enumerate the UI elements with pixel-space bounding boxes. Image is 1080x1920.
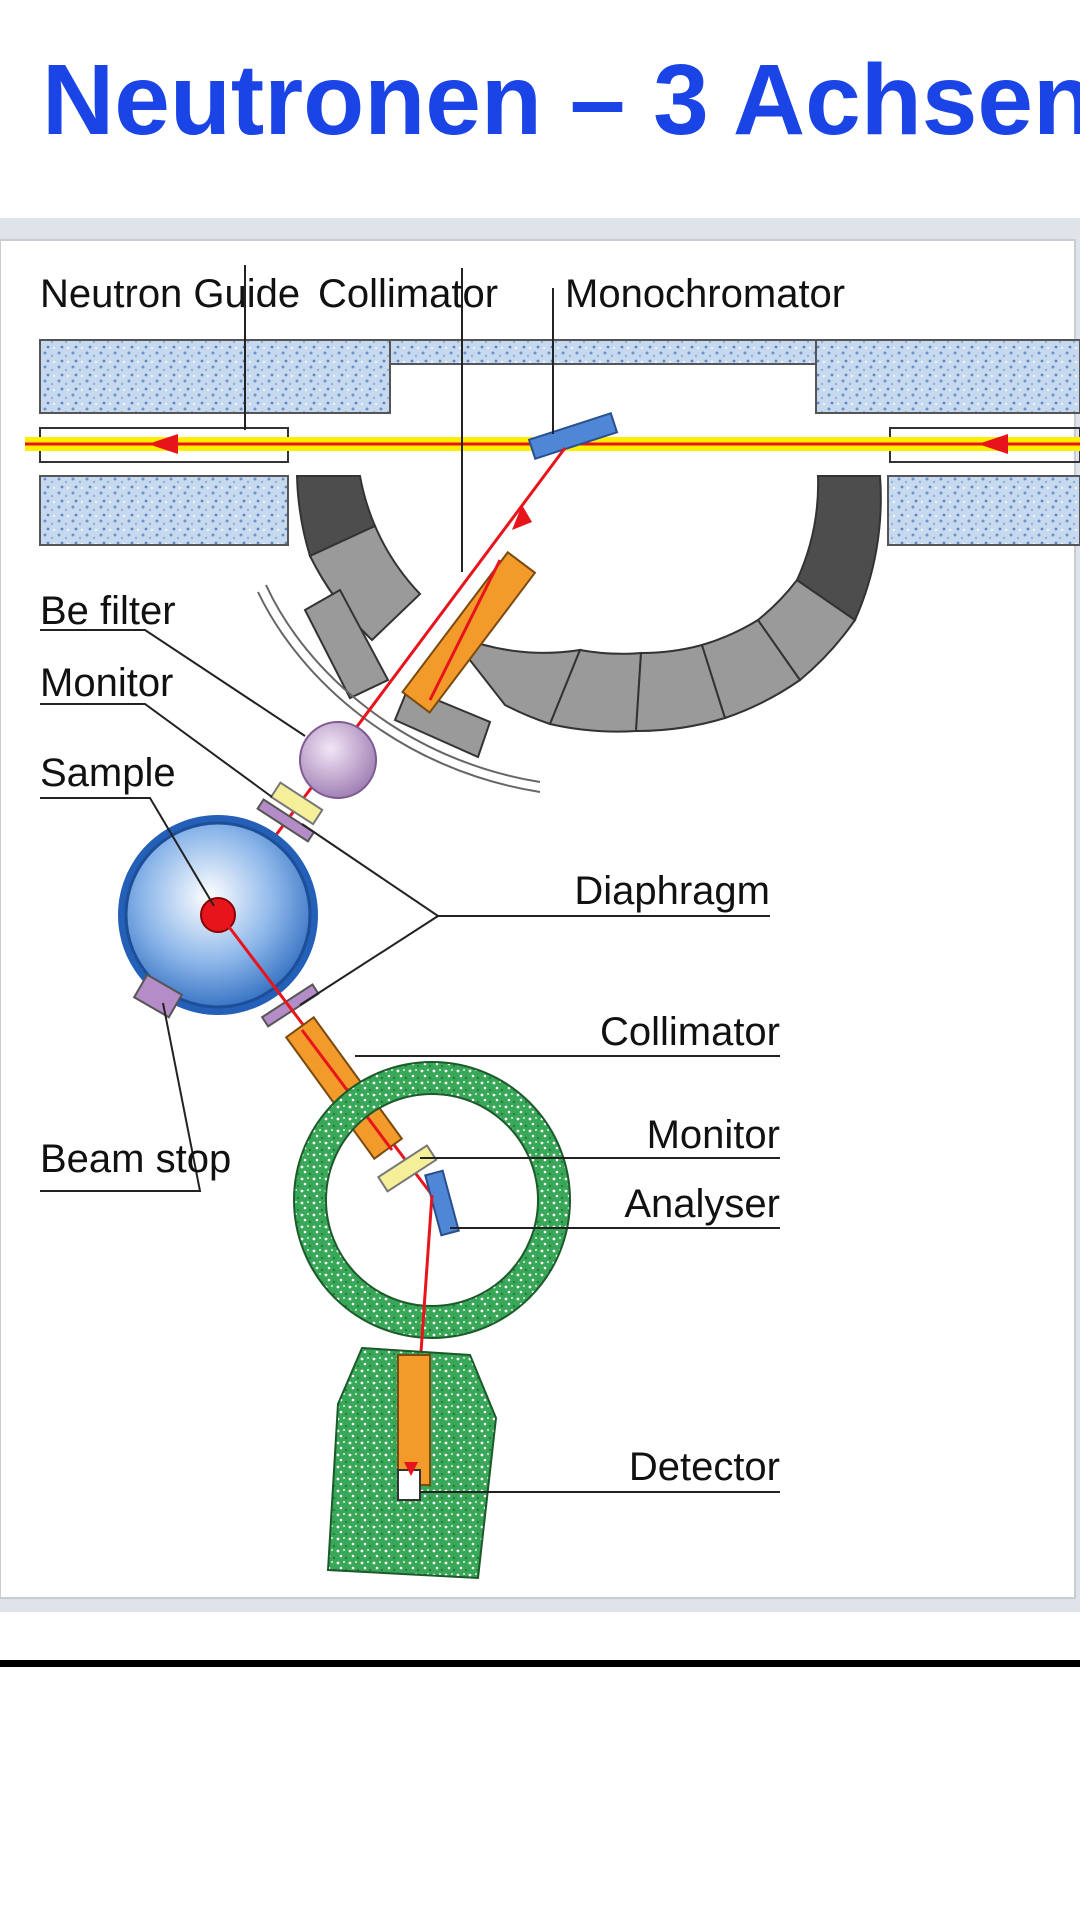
monitor-1 (269, 781, 324, 826)
label-diaphragm: Diaphragm (574, 869, 770, 913)
detector-shield (326, 1346, 498, 1580)
sample-table (118, 815, 318, 1015)
label-neutron-guide: Neutron Guide (40, 272, 300, 316)
label-analyser: Analyser (624, 1182, 780, 1226)
slide-title: Neutronen – 3 Achsen (42, 44, 1080, 156)
label-detector: Detector (629, 1445, 780, 1489)
beam-mono-to-sample (217, 447, 567, 913)
label-monitor-right: Monitor (647, 1113, 780, 1157)
shielding-blocks (39, 339, 1080, 546)
monochromator-drum (295, 475, 882, 759)
beam-stop (132, 973, 184, 1019)
label-beam-stop: Beam stop (40, 1137, 231, 1181)
label-collimator-top: Collimator (318, 272, 498, 316)
bottom-rule (0, 1660, 1080, 1667)
collimator-1 (401, 550, 537, 714)
leader-lines (40, 265, 780, 1493)
label-be-filter: Be filter (40, 589, 176, 633)
diagram-frame: Neutron Guide Collimator Monochromator B… (0, 218, 1080, 1612)
analyser-drum (293, 1061, 571, 1339)
label-monitor-left: Monitor (40, 661, 173, 705)
beam-arrow-right (978, 434, 1008, 454)
monochromator-crystal (527, 411, 619, 461)
monitor-2 (376, 1144, 438, 1193)
label-sample: Sample (40, 751, 176, 795)
beam-arrow-left (148, 434, 178, 454)
analyser-crystal (424, 1169, 460, 1237)
rotation-rails (257, 584, 541, 793)
label-collimator-right: Collimator (600, 1010, 780, 1054)
triple-axis-diagram: Neutron Guide Collimator Monochromator B… (0, 239, 1080, 1599)
label-monochromator: Monochromator (565, 272, 845, 316)
be-filter (299, 721, 377, 799)
